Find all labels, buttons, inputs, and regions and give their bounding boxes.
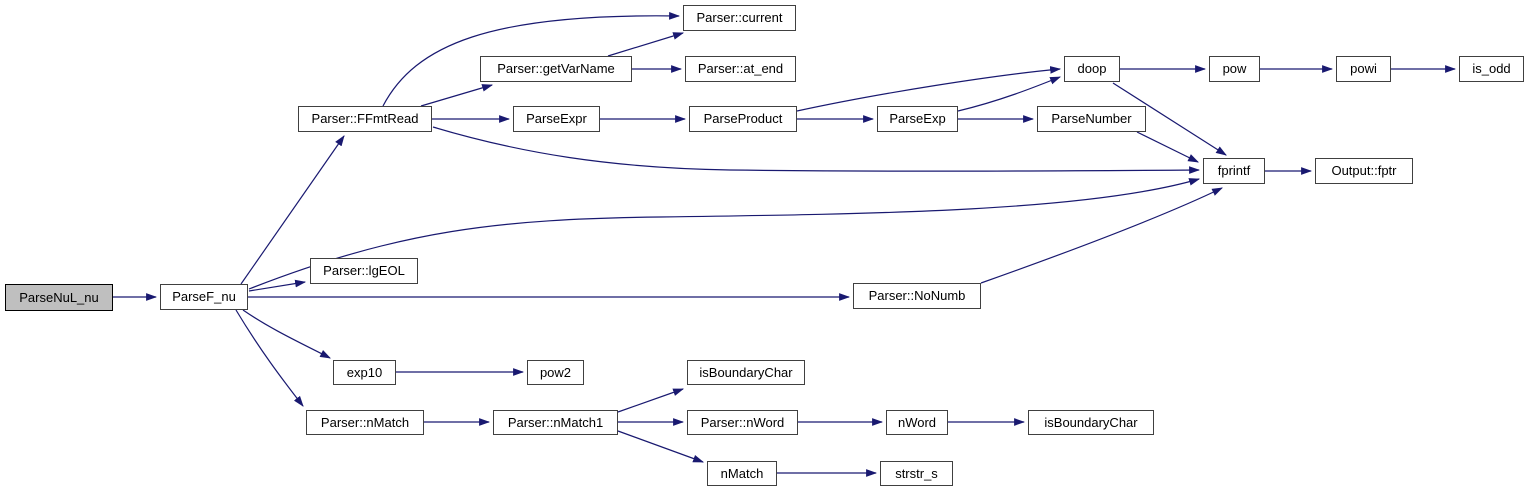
edge-ParseF_nu-to-Parser_FFmtRead — [240, 135, 345, 285]
graph-node-isBoundaryChar-2[interactable]: isBoundaryChar — [1028, 410, 1154, 435]
edge-Parser_NoNumb-to-fprintf — [980, 187, 1223, 284]
graph-node-ParseNuL_nu[interactable]: ParseNuL_nu — [5, 284, 113, 311]
graph-node-Parser_nMatch[interactable]: Parser::nMatch — [306, 410, 424, 435]
graph-node-Parser_NoNumb[interactable]: Parser::NoNumb — [853, 283, 981, 309]
edge-Parser_FFmtRead-to-Parser_current — [382, 11, 681, 107]
graph-node-exp10[interactable]: exp10 — [333, 360, 396, 385]
graph-node-Parser_nMatch1[interactable]: Parser::nMatch1 — [493, 410, 618, 435]
graph-node-pow[interactable]: pow — [1209, 56, 1260, 82]
edge-Parser_FFmtRead-to-fprintf — [432, 126, 1201, 174]
graph-node-Parser_at_end[interactable]: Parser::at_end — [685, 56, 796, 82]
graph-node-ParseProduct[interactable]: ParseProduct — [689, 106, 797, 132]
graph-node-ParseExpr[interactable]: ParseExpr — [513, 106, 600, 132]
graph-node-nWord[interactable]: nWord — [886, 410, 948, 435]
edge-doop-to-fprintf — [1112, 82, 1227, 156]
graph-node-Parser_FFmtRead[interactable]: Parser::FFmtRead — [298, 106, 432, 132]
graph-node-Parser_getVarName[interactable]: Parser::getVarName — [480, 56, 632, 82]
graph-node-isBoundaryChar[interactable]: isBoundaryChar — [687, 360, 805, 385]
edge-Parser_getVarName-to-Parser_current — [607, 32, 685, 57]
graph-node-fprintf[interactable]: fprintf — [1203, 158, 1265, 184]
edge-ParseExp-to-doop — [957, 76, 1062, 112]
graph-node-is_odd[interactable]: is_odd — [1459, 56, 1524, 82]
edge-ParseProduct-to-doop — [796, 66, 1062, 112]
graph-node-strstr_s[interactable]: strstr_s — [880, 461, 953, 486]
graph-node-Parser_nWord[interactable]: Parser::nWord — [687, 410, 798, 435]
graph-node-Output_fptr[interactable]: Output::fptr — [1315, 158, 1413, 184]
graph-node-nMatch[interactable]: nMatch — [707, 461, 777, 486]
graph-node-Parser_lgEOL[interactable]: Parser::lgEOL — [310, 258, 418, 284]
graph-node-ParseExp[interactable]: ParseExp — [877, 106, 958, 132]
graph-node-ParseNumber[interactable]: ParseNumber — [1037, 106, 1146, 132]
edge-ParseF_nu-to-exp10 — [242, 309, 331, 359]
edge-ParseNumber-to-fprintf — [1136, 131, 1199, 163]
edge-ParseF_nu-to-Parser_lgEOL — [248, 279, 307, 292]
graph-node-Parser_current[interactable]: Parser::current — [683, 5, 796, 31]
edge-ParseF_nu-to-fprintf — [248, 178, 1201, 290]
graph-node-pow2[interactable]: pow2 — [527, 360, 584, 385]
graph-node-ParseF_nu[interactable]: ParseF_nu — [160, 284, 248, 310]
edge-Parser_nMatch1-to-nMatch — [617, 430, 705, 463]
edge-Parser_nMatch1-to-isBoundaryChar — [617, 388, 685, 413]
edge-ParseF_nu-to-Parser_nMatch — [235, 309, 304, 407]
graph-node-powi[interactable]: powi — [1336, 56, 1391, 82]
graph-node-doop[interactable]: doop — [1064, 56, 1120, 82]
edge-Parser_FFmtRead-to-Parser_getVarName — [420, 84, 494, 107]
